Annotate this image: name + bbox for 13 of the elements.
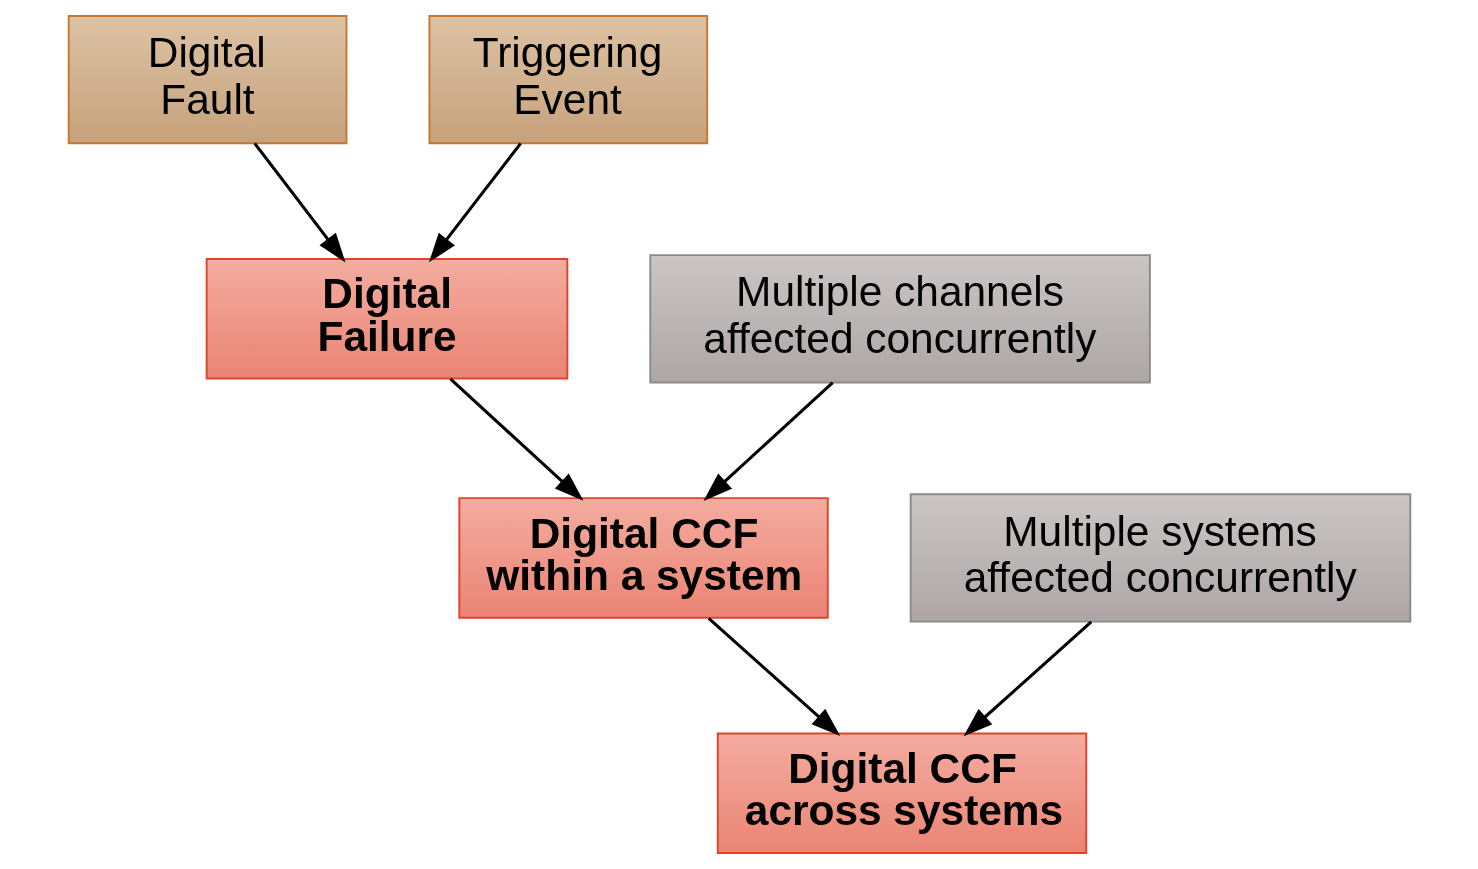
node-box: Digital CCF across systems xyxy=(716,732,1087,855)
node-box: Digital Failure xyxy=(205,258,568,380)
arrow xyxy=(253,142,345,263)
arrow xyxy=(707,617,840,737)
node-box: Multiple systems affected concurrently xyxy=(909,493,1411,623)
arrow xyxy=(703,381,834,501)
node-box: Multiple channels affected concurrently xyxy=(648,254,1151,384)
arrow xyxy=(448,377,583,501)
node-box: Digital Fault xyxy=(67,14,347,145)
node-box: Digital CCF within a system xyxy=(457,497,829,619)
node-box: Triggering Event xyxy=(427,14,708,145)
arrow xyxy=(428,142,522,263)
arrow xyxy=(963,620,1092,737)
